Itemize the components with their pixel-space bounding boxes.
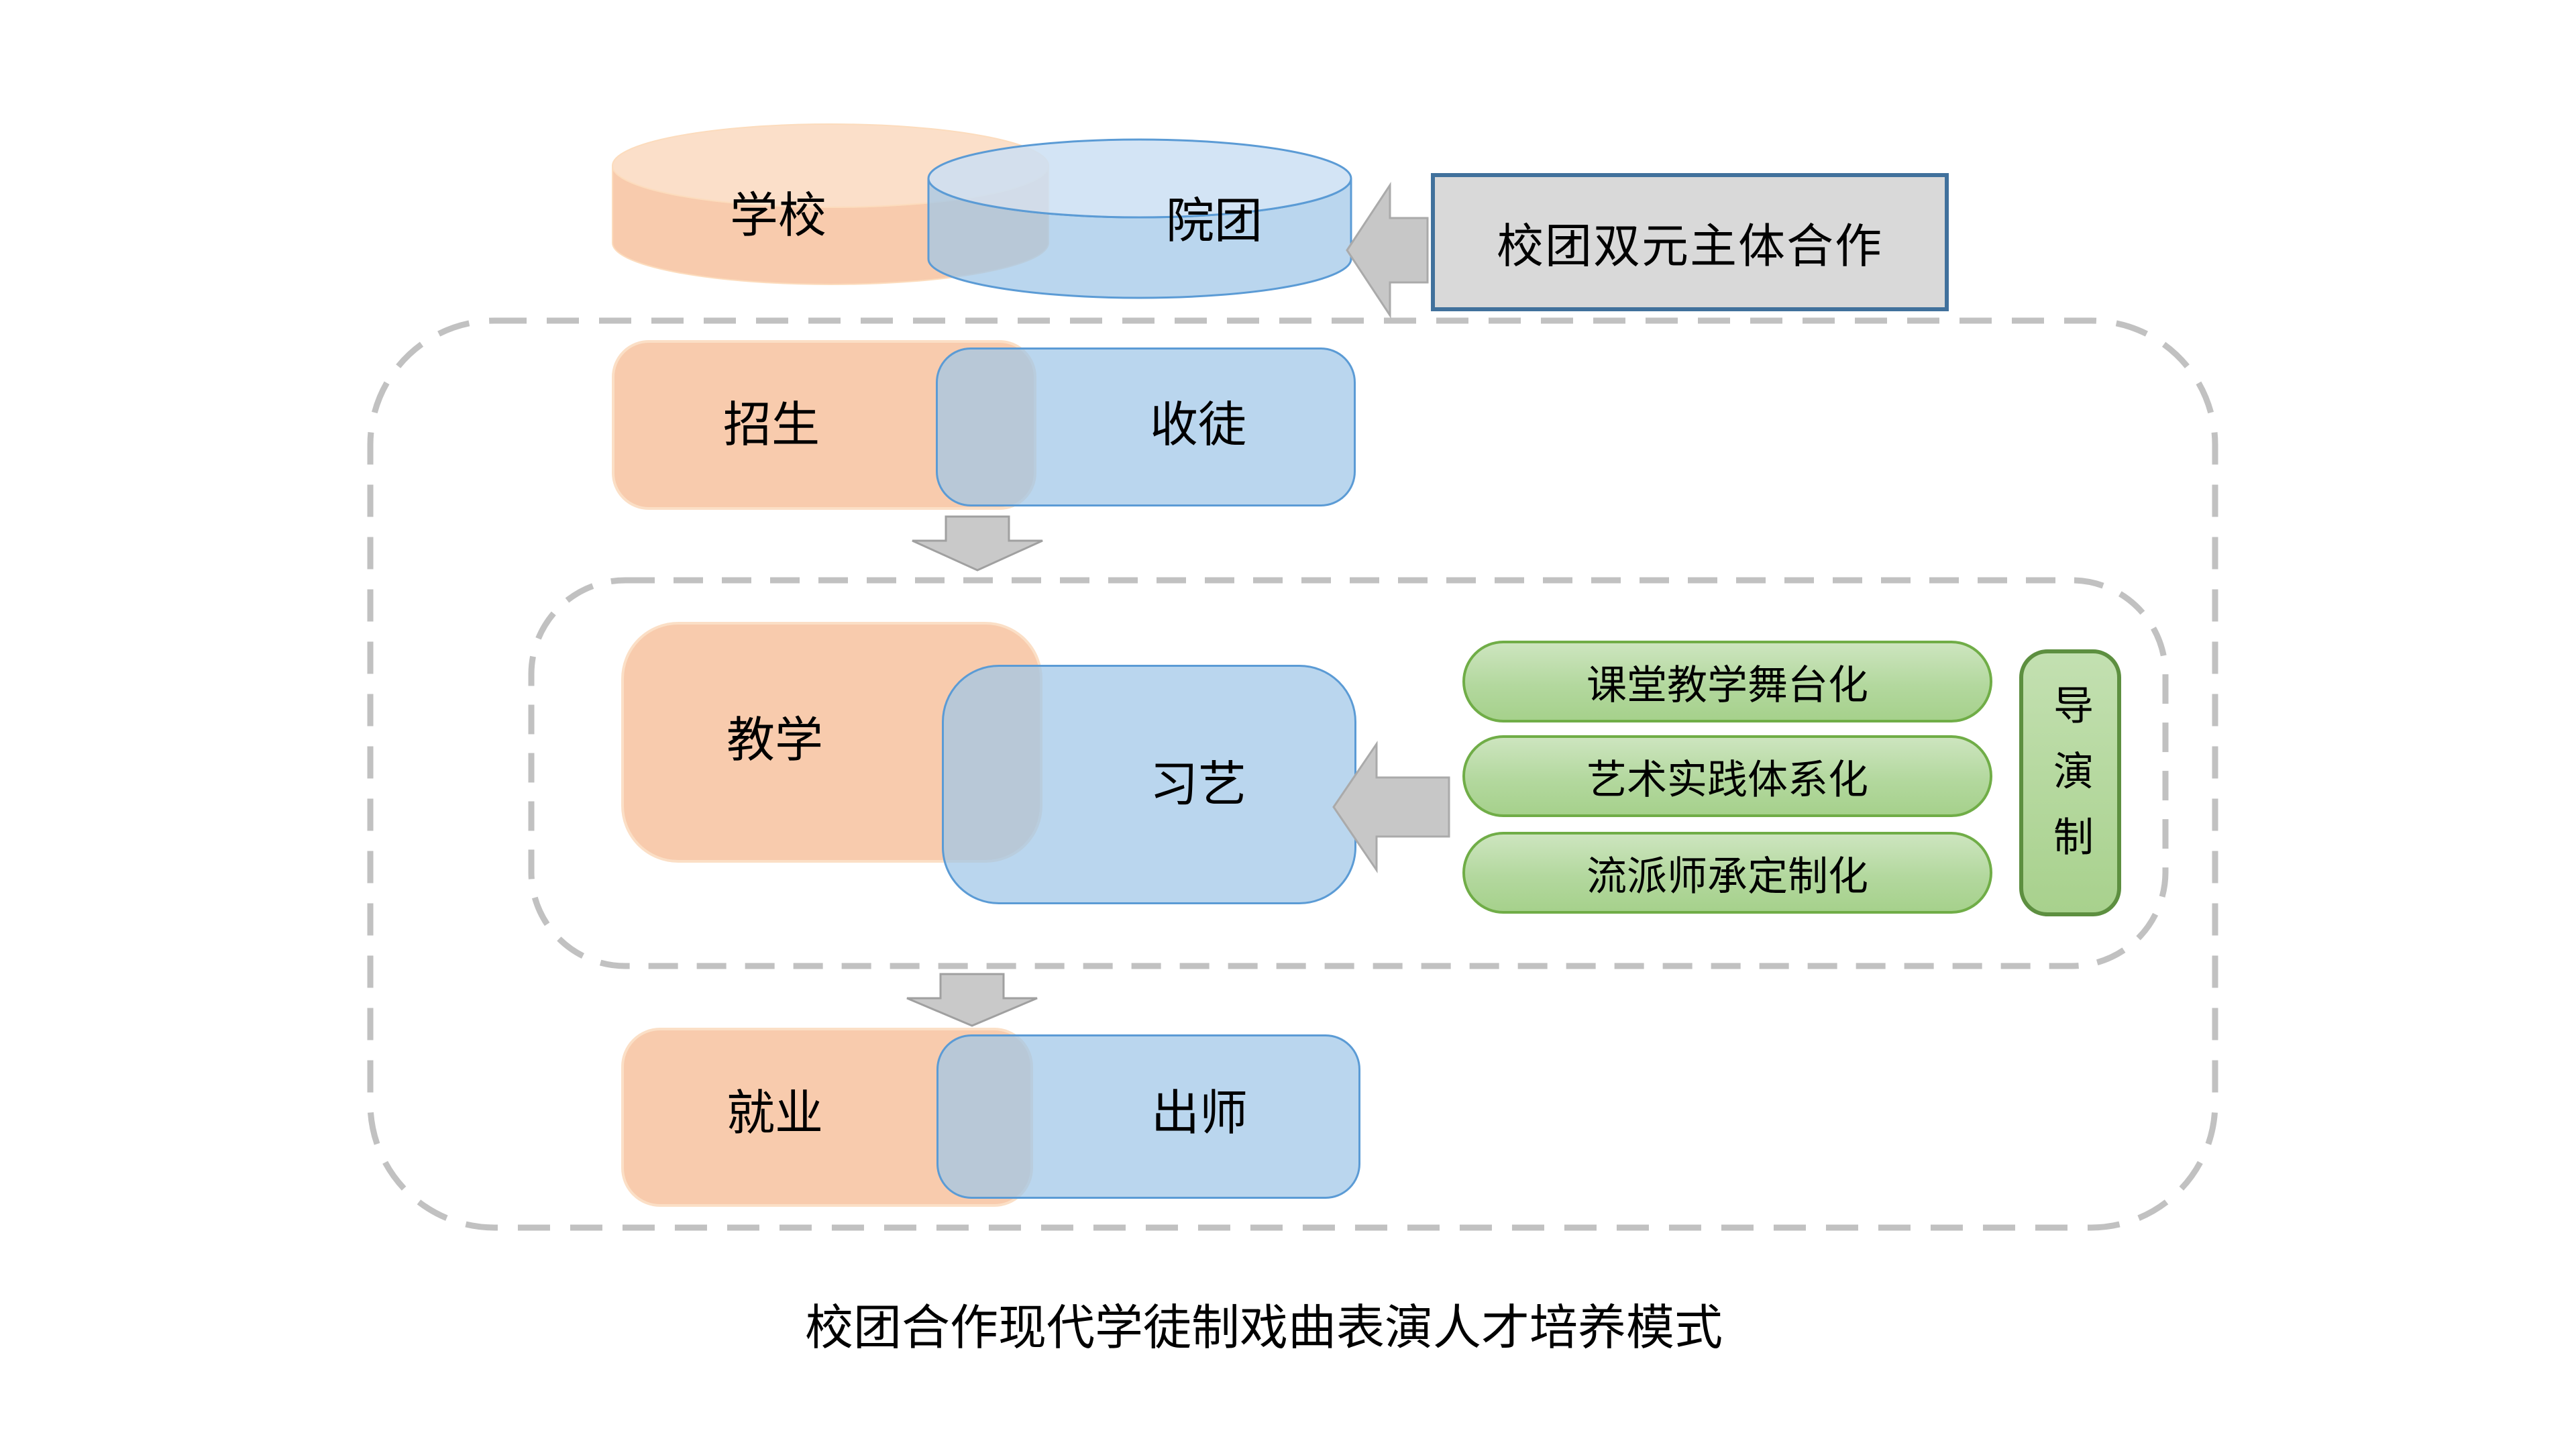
down-arrow-teach-to-employ-icon <box>906 973 1038 1027</box>
school-cylinder <box>612 123 1049 285</box>
measure-pill-1: 课堂教学舞台化 <box>1462 641 1992 722</box>
cooperation-label: 校团双元主体合作 <box>1497 219 1883 272</box>
recruit-school-label: 招生 <box>722 398 820 452</box>
employ-troupe-box <box>936 1034 1360 1199</box>
employ-school-label: 就业 <box>726 1087 824 1140</box>
diagram-caption: 校团合作现代学徒制戏曲表演人才培养模式 <box>804 1301 1723 1355</box>
down-arrow-recruit-to-teach-icon <box>912 515 1043 572</box>
recruit-troupe-label: 收徒 <box>1149 398 1247 452</box>
measure-pill-2: 艺术实践体系化 <box>1462 735 1992 817</box>
troupe-cylinder-label: 院团 <box>1165 195 1263 248</box>
director-system-label: 导演制 <box>2047 684 2093 881</box>
troupe-cylinder <box>927 138 1352 299</box>
school-cylinder-label: 学校 <box>729 189 827 243</box>
measure-1-label: 课堂教学舞台化 <box>1587 662 1868 708</box>
teach-troupe-label: 习艺 <box>1149 758 1247 812</box>
director-system-box: 导演制 <box>2019 649 2121 916</box>
employ-troupe-label: 出师 <box>1150 1087 1248 1140</box>
recruit-troupe-box <box>936 347 1356 506</box>
measure-2-label: 艺术实践体系化 <box>1587 757 1868 802</box>
cooperation-left-arrow-icon <box>1346 182 1429 319</box>
measure-3-label: 流派师承定制化 <box>1587 853 1868 899</box>
measure-pill-3: 流派师承定制化 <box>1462 832 1992 914</box>
cooperation-box: 校团双元主体合作 <box>1431 173 1949 311</box>
teach-school-label: 教学 <box>726 714 824 767</box>
